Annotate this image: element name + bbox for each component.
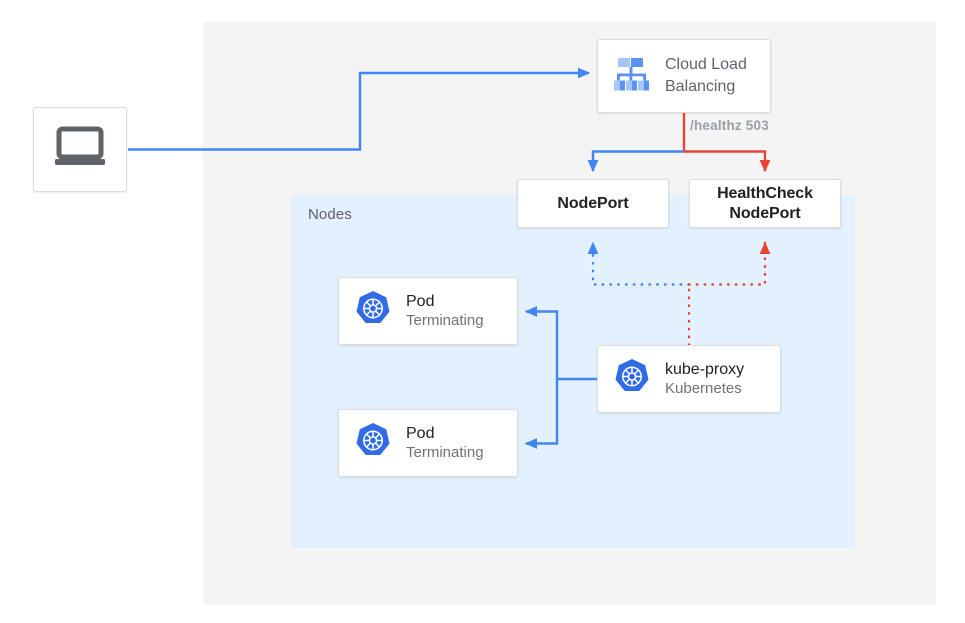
kubernetes-icon — [353, 421, 393, 466]
pod-title-1: Pod — [406, 292, 435, 310]
nodeport-label: NodePort — [557, 194, 629, 212]
client-node[interactable] — [33, 107, 127, 192]
cloud-load-balancing-node[interactable]: Cloud Load Balancing — [597, 39, 771, 113]
pod-text-2: Pod Terminating — [406, 424, 484, 463]
healthcheck-nodeport-line2: NodePort — [729, 204, 801, 222]
kubernetes-icon — [612, 357, 652, 402]
kube-proxy-text: kube-proxy Kubernetes — [665, 360, 744, 399]
pod-status-2: Terminating — [406, 443, 484, 461]
healthcheck-nodeport-line1: HealthCheck — [717, 184, 813, 202]
nodes-region-label: Nodes — [308, 206, 352, 223]
cloud-load-balancing-icon — [610, 52, 654, 101]
healthcheck-nodeport-node[interactable]: HealthCheck NodePort — [689, 179, 841, 228]
pod-text-1: Pod Terminating — [406, 292, 484, 331]
cloud-load-balancing-line2: Balancing — [665, 78, 736, 95]
pod-title-2: Pod — [406, 424, 435, 442]
healthz-edge-label: /healthz 503 — [690, 118, 769, 133]
healthcheck-nodeport-label: HealthCheck NodePort — [717, 184, 813, 224]
nodeport-node[interactable]: NodePort — [517, 179, 669, 228]
pod-node-1[interactable]: Pod Terminating — [338, 277, 518, 345]
laptop-icon — [53, 125, 107, 174]
kube-proxy-subtitle: Kubernetes — [665, 379, 742, 397]
kube-proxy-node[interactable]: kube-proxy Kubernetes — [597, 345, 781, 413]
cloud-load-balancing-label: Cloud Load Balancing — [665, 54, 747, 97]
kube-proxy-title: kube-proxy — [665, 360, 745, 378]
pod-node-2[interactable]: Pod Terminating — [338, 409, 518, 477]
pod-status-1: Terminating — [406, 311, 484, 329]
cloud-load-balancing-line1: Cloud Load — [665, 56, 747, 74]
kubernetes-icon — [353, 289, 393, 334]
